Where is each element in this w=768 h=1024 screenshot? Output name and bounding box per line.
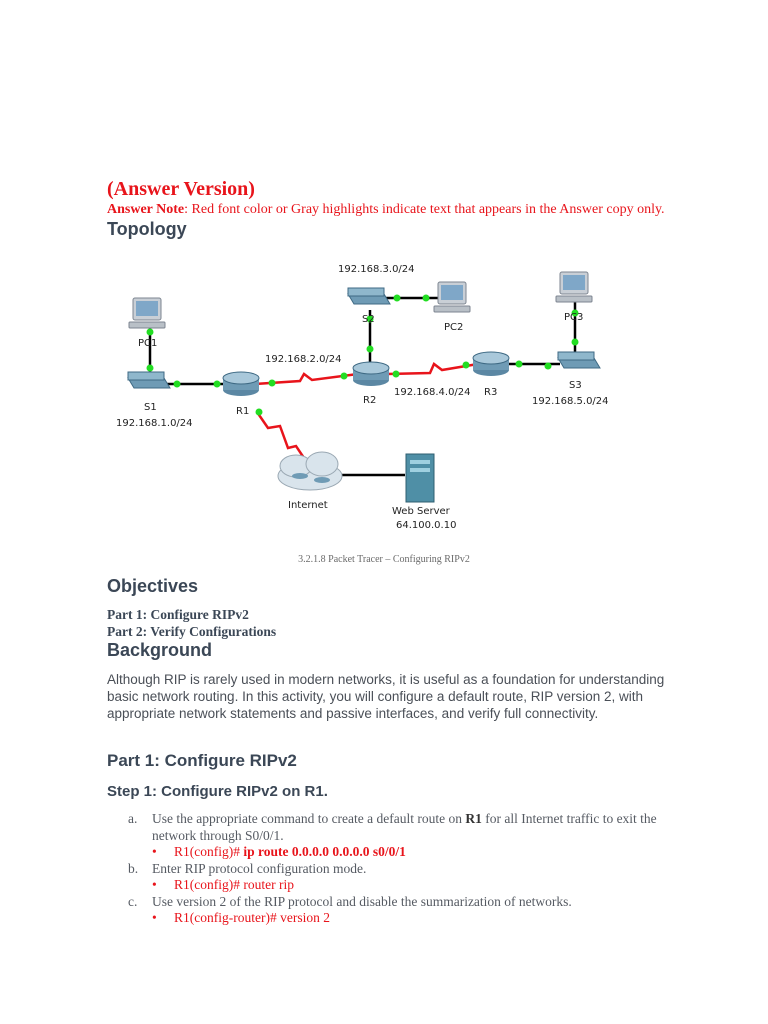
router-r3-icon bbox=[472, 351, 510, 376]
answer-command: ip route 0.0.0.0 0.0.0.0 s0/0/1 bbox=[243, 844, 406, 859]
router-r1-icon bbox=[222, 371, 260, 396]
pc2-icon bbox=[433, 281, 471, 313]
switch-s1-icon bbox=[127, 371, 171, 389]
label-r1: R1 bbox=[236, 406, 249, 417]
step1-heading: Step 1: Configure RIPv2 on R1. bbox=[107, 783, 328, 800]
port-dot bbox=[515, 360, 523, 368]
internet-cloud-icon bbox=[277, 451, 343, 491]
port-dot bbox=[146, 328, 154, 336]
label-s3: S3 bbox=[569, 380, 582, 391]
answer-item: • R1(config-router)# version 2 bbox=[107, 910, 687, 927]
figure-caption: 3.2.1.8 Packet Tracer – Configuring RIPv… bbox=[298, 554, 470, 565]
answer-note: Answer Note: Red font color or Gray high… bbox=[107, 202, 665, 218]
item-text: Use version 2 of the RIP protocol and di… bbox=[152, 893, 572, 909]
answer-prompt: R1(config)# bbox=[174, 844, 244, 859]
bullet-icon: • bbox=[152, 877, 157, 892]
instruction-item: c. Use version 2 of the RIP protocol and… bbox=[107, 894, 687, 911]
port-dot bbox=[366, 345, 374, 353]
topology-diagram: 192.168.3.0/24 PC1 S2 PC2 PC3 192.168.2.… bbox=[116, 264, 609, 531]
answer-note-text: : Red font color or Gray highlights indi… bbox=[184, 202, 665, 217]
port-dot bbox=[462, 361, 470, 369]
label-web-ip: 64.100.0.10 bbox=[396, 520, 456, 531]
router-r2-icon bbox=[352, 361, 390, 386]
item-marker: b. bbox=[128, 860, 139, 876]
instruction-item: a. Use the appropriate command to create… bbox=[107, 811, 687, 844]
label-pc2: PC2 bbox=[444, 322, 463, 333]
answer-command: R1(config)# router rip bbox=[174, 877, 294, 892]
label-r3: R3 bbox=[484, 387, 497, 398]
label-s1: S1 bbox=[144, 402, 157, 413]
label-net1: 192.168.1.0/24 bbox=[116, 418, 193, 429]
port-dot bbox=[213, 380, 221, 388]
item-text-bold: R1 bbox=[465, 811, 482, 826]
pc1-icon bbox=[128, 297, 166, 329]
part1-heading: Part 1: Configure RIPv2 bbox=[107, 751, 297, 770]
port-dot bbox=[366, 315, 374, 323]
port-dot bbox=[255, 408, 263, 416]
bullet-icon: • bbox=[152, 844, 157, 859]
label-web-server: Web Server bbox=[392, 506, 451, 517]
objectives-heading: Objectives bbox=[107, 576, 199, 596]
answer-note-label: Answer Note bbox=[107, 202, 185, 217]
pc3-icon bbox=[555, 271, 593, 303]
label-net5: 192.168.5.0/24 bbox=[532, 396, 609, 407]
port-dot bbox=[268, 379, 276, 387]
port-dot bbox=[544, 362, 552, 370]
web-server-icon bbox=[405, 453, 435, 503]
objective-part-2: Part 2: Verify Configurations bbox=[107, 624, 277, 639]
bullet-icon: • bbox=[152, 910, 157, 925]
label-internet: Internet bbox=[288, 500, 328, 511]
port-dot bbox=[422, 294, 430, 302]
objective-part-1: Part 1: Configure RIPv2 bbox=[107, 607, 249, 622]
label-s2: S2 bbox=[362, 314, 375, 325]
step1-instructions: a. Use the appropriate command to create… bbox=[107, 811, 687, 927]
label-pc1: PC1 bbox=[138, 338, 157, 349]
switch-s2-icon bbox=[347, 287, 391, 305]
item-text: Enter RIP protocol configuration mode. bbox=[152, 860, 367, 876]
label-pc3: PC3 bbox=[564, 312, 583, 323]
answer-item: • R1(config)# router rip bbox=[107, 877, 687, 894]
topology-heading: Topology bbox=[107, 219, 187, 239]
link-r2-r3-serial bbox=[386, 362, 479, 376]
port-dot bbox=[173, 380, 181, 388]
port-dot bbox=[571, 338, 579, 346]
link-r1-internet-serial bbox=[255, 411, 310, 465]
label-net3: 192.168.3.0/24 bbox=[338, 264, 415, 275]
link-r1-r2-serial bbox=[254, 372, 359, 386]
background-heading: Background bbox=[107, 640, 213, 660]
item-marker: c. bbox=[128, 893, 138, 909]
port-dot bbox=[571, 309, 579, 317]
background-paragraph: Although RIP is rarely used in modern ne… bbox=[107, 672, 665, 721]
answer-command: R1(config-router)# version 2 bbox=[174, 910, 330, 925]
answer-item: • R1(config)# ip route 0.0.0.0 0.0.0.0 s… bbox=[107, 844, 687, 861]
port-dot bbox=[146, 364, 154, 372]
label-r2: R2 bbox=[363, 395, 376, 406]
answer-version-title: (Answer Version) bbox=[107, 178, 255, 200]
instruction-item: b. Enter RIP protocol configuration mode… bbox=[107, 861, 687, 878]
item-marker: a. bbox=[128, 811, 138, 826]
item-text-rest: for all Internet traffic to exit the net… bbox=[152, 811, 657, 843]
port-dot bbox=[393, 294, 401, 302]
switch-s3-icon bbox=[557, 351, 601, 369]
item-text: Use the appropriate command to create a … bbox=[152, 811, 466, 826]
port-dot bbox=[392, 370, 400, 378]
label-net2: 192.168.2.0/24 bbox=[265, 354, 342, 365]
label-net4: 192.168.4.0/24 bbox=[394, 387, 471, 398]
port-dot bbox=[340, 372, 348, 380]
